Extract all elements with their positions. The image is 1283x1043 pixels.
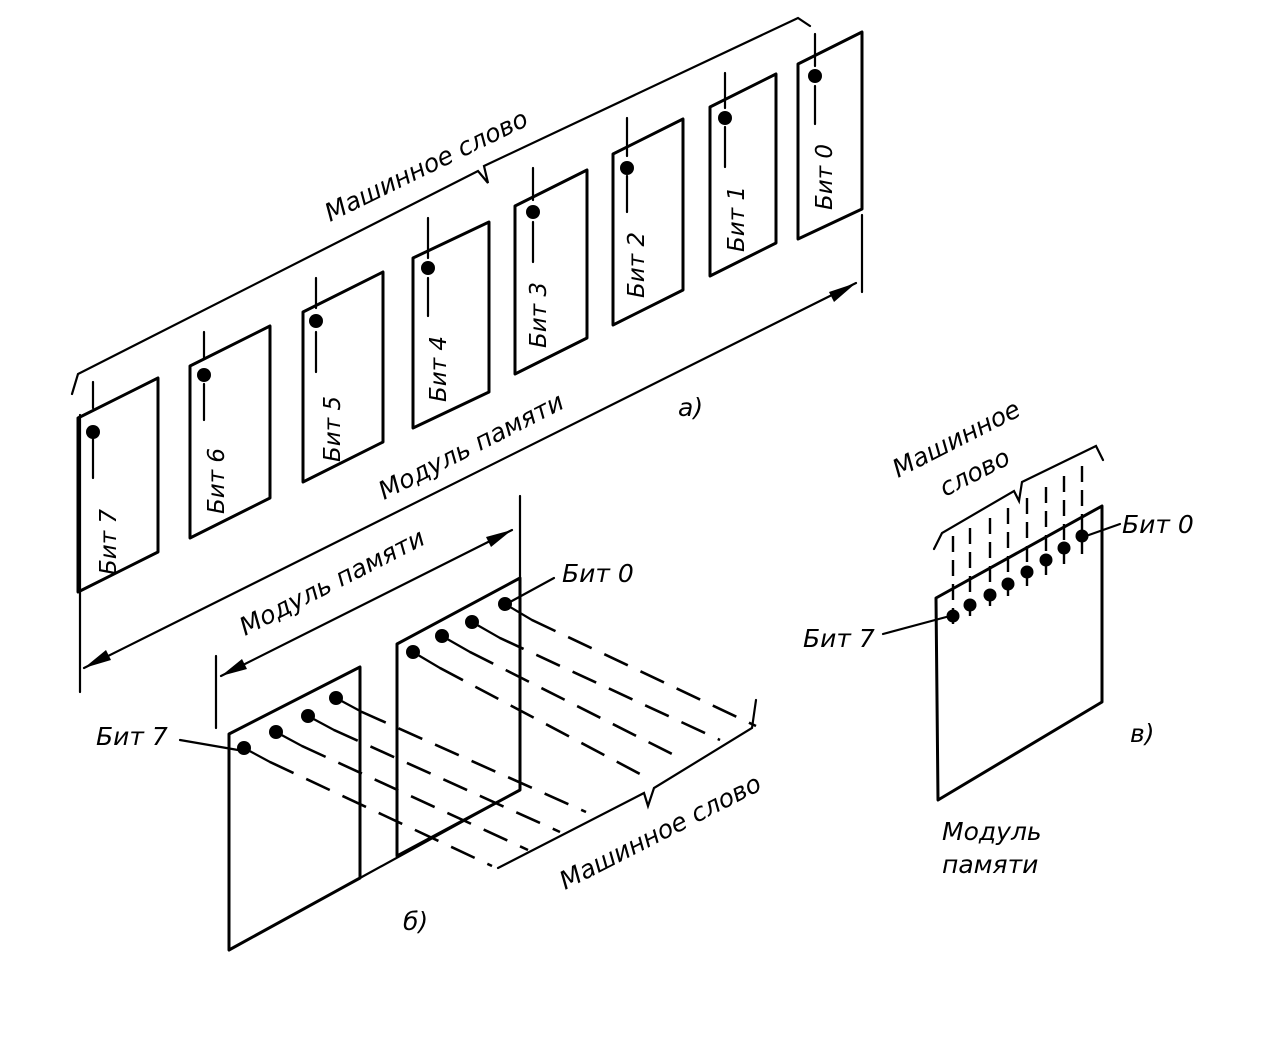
word-label: Машинное слово: [555, 769, 766, 896]
chip-bit-2: Бит 2: [611, 116, 685, 327]
module-label-line2: памяти: [942, 850, 1038, 879]
panel-c: Машинное слово Бит 0 Бит 7 в) Модуль пам…: [803, 394, 1194, 879]
bit-0-label: Бит 0: [1122, 510, 1194, 539]
bit-label: Бит 3: [526, 282, 552, 348]
bit-lines: [946, 466, 1089, 632]
caption-c: в): [1130, 719, 1155, 748]
bit-0-label: Бит 0: [562, 559, 634, 588]
bit-label: Бит 0: [812, 144, 838, 210]
module-label-line1: Модуль: [942, 817, 1042, 846]
caption-a: а): [678, 393, 703, 422]
bit-label: Бит 5: [320, 396, 346, 462]
word-label: Машинное слово: [320, 104, 533, 228]
chip-bit-6: Бит 6: [188, 324, 272, 540]
bit-7-label: Бит 7: [96, 722, 168, 751]
bit-label: Бит 7: [96, 509, 122, 575]
chip-bit-7: Бит 7: [76, 376, 160, 594]
bit-label: Бит 2: [624, 232, 650, 298]
module-label: Модуль памяти: [374, 387, 569, 505]
caption-b: б): [403, 907, 428, 936]
bit-label: Бит 4: [426, 336, 452, 402]
bit-label: Бит 1: [724, 186, 750, 252]
front-plate: [227, 665, 362, 952]
module-plate: [934, 504, 1104, 802]
back-plate: [395, 576, 522, 858]
panel-b: Модуль памяти Машинное слово Бит 0 Бит 7…: [96, 494, 766, 952]
module-label: Модуль памяти: [235, 523, 430, 641]
chip-bit-5: Бит 5: [301, 270, 385, 484]
bit-label: Бит 6: [204, 448, 230, 514]
chip-bit-0: Бит 0: [796, 30, 864, 241]
chip-bit-1: Бит 1: [708, 71, 778, 278]
chip-bit-4: Бит 4: [411, 216, 491, 430]
panel-a: Бит 7 Бит 6 Бит 5 Бит 4: [70, 16, 864, 694]
bit-7-label: Бит 7: [803, 624, 875, 653]
chip-bit-3: Бит 3: [513, 166, 589, 376]
